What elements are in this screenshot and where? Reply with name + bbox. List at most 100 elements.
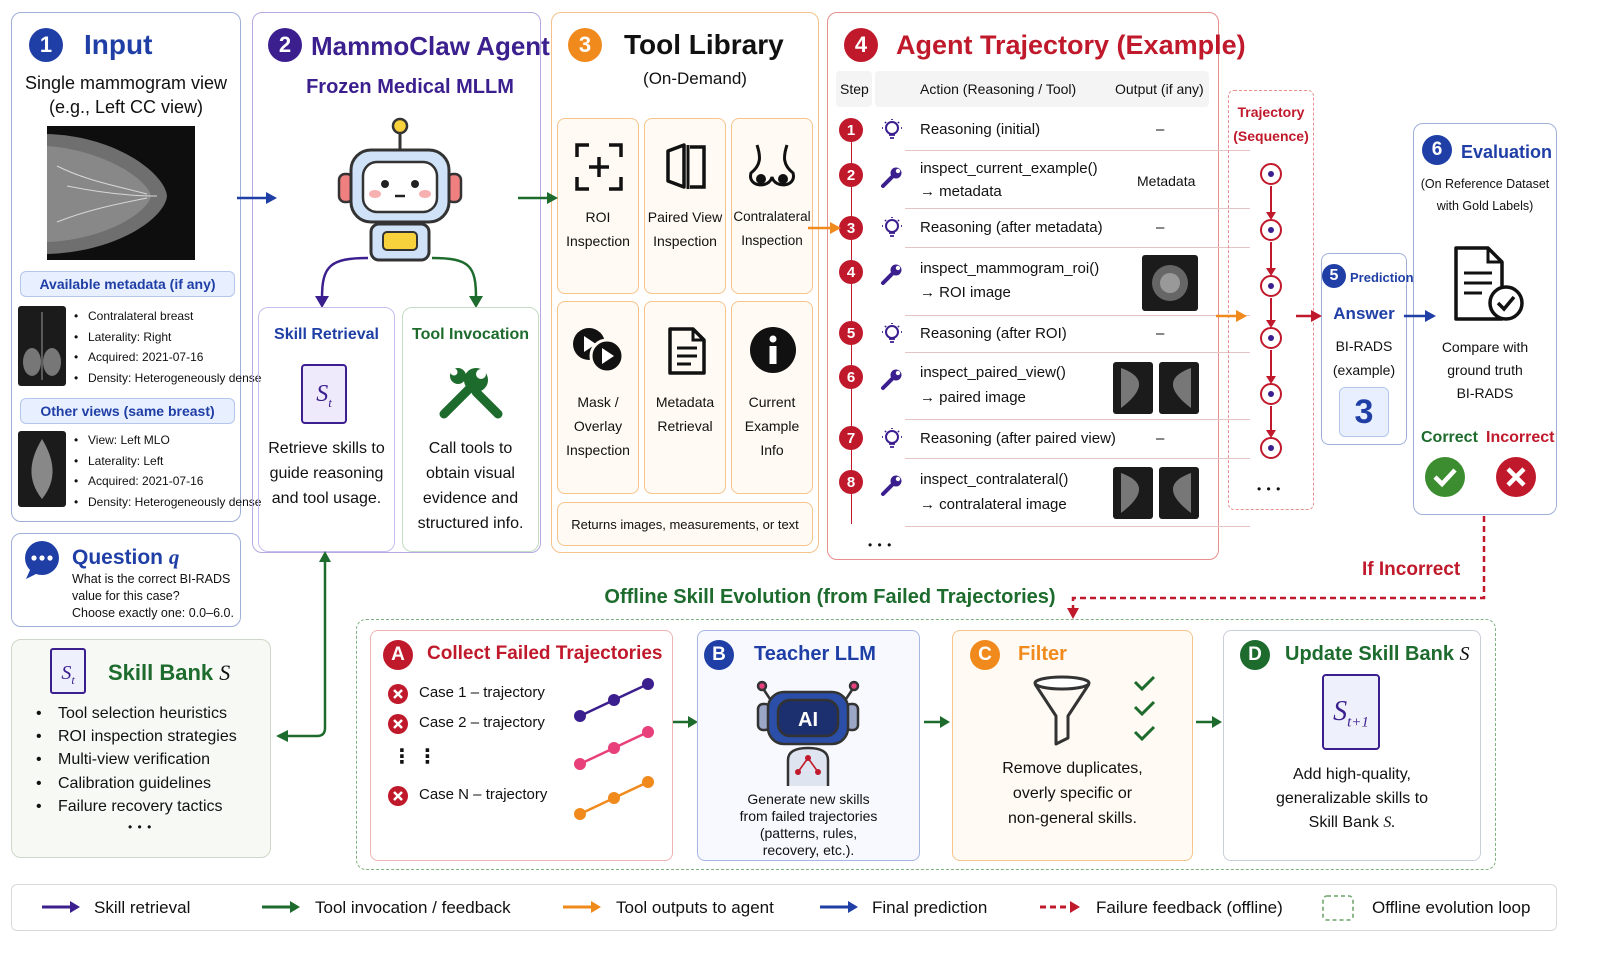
input-title: Input bbox=[84, 29, 153, 60]
teacher-text-3: (patterns, rules, bbox=[759, 825, 858, 841]
skill-retrieval-title: Skill Retrieval bbox=[274, 326, 379, 343]
tool-tile-label: Metadata Retrieval bbox=[645, 390, 725, 438]
tool-invocation-text-2: obtain visual bbox=[426, 465, 515, 482]
skill-document-icon: St bbox=[301, 364, 347, 424]
failed-case: Case 2 – trajectory bbox=[419, 714, 545, 731]
agent-subtitle: Frozen Medical MLLM bbox=[306, 76, 514, 98]
tool-tile-label: Paired View Inspection bbox=[645, 205, 725, 253]
tool-library-panel bbox=[551, 12, 819, 553]
view-item: View: Left MLO bbox=[74, 430, 261, 451]
tool-tile-line: Metadata bbox=[655, 394, 715, 410]
step-a-badge: A bbox=[383, 640, 413, 670]
paired-image-thumbnail-1 bbox=[1113, 362, 1153, 414]
skill-bank-title: Skill Bank S bbox=[108, 660, 230, 686]
row-output: – bbox=[1156, 430, 1165, 447]
update-text-3-symbol: S. bbox=[1383, 814, 1396, 831]
tool-tile-contralateral[interactable]: Contralateral Inspection bbox=[731, 118, 813, 294]
skill-bank-next-icon: St+1 bbox=[1322, 674, 1380, 750]
row-separator bbox=[905, 458, 1250, 459]
tool-tile-line: Inspection bbox=[566, 233, 630, 249]
row-action: inspect_paired_view() bbox=[920, 364, 1066, 381]
if-incorrect-label: If Incorrect bbox=[1362, 559, 1461, 580]
tool-tile-line: Inspection bbox=[741, 233, 803, 248]
other-view-thumbnail bbox=[18, 431, 66, 507]
cross-icon bbox=[388, 786, 408, 806]
metadata-list: Contralateral breast Laterality: Right A… bbox=[74, 306, 261, 388]
update-text-3: Skill Bank S. bbox=[1223, 814, 1481, 832]
failed-case: Case 1 – trajectory bbox=[419, 684, 545, 701]
metadata-item: Laterality: Right bbox=[74, 327, 261, 348]
agent-title: MammoClaw Agent bbox=[311, 31, 550, 61]
metadata-thumbnail bbox=[18, 306, 66, 386]
skill-bank-item: Failure recovery tactics bbox=[36, 795, 237, 818]
tool-tile-line: Mask / bbox=[577, 394, 619, 410]
skill-bank-next-label: S bbox=[1333, 696, 1348, 727]
prediction-line-1: BI-RADS bbox=[1335, 338, 1393, 354]
skill-bank-next-sub: t+1 bbox=[1347, 714, 1369, 731]
correct-label: Correct bbox=[1421, 429, 1478, 446]
tool-tile-line: ROI bbox=[585, 209, 611, 225]
prediction-line-2: (example) bbox=[1332, 362, 1396, 378]
trajectory-label-1: Trajectory bbox=[1237, 104, 1305, 120]
tool-library-subtitle: (On-Demand) bbox=[643, 69, 747, 88]
agent-panel bbox=[252, 12, 541, 553]
offline-evolution-title: Offline Skill Evolution (from Failed Tra… bbox=[604, 586, 1056, 608]
row-output: – bbox=[1156, 121, 1165, 138]
update-skill-bank-symbol: S bbox=[1459, 643, 1470, 665]
row-separator bbox=[905, 352, 1250, 353]
row-action-output: → ROI image bbox=[920, 284, 1011, 301]
update-skill-bank-title-text: Update Skill Bank bbox=[1285, 643, 1454, 665]
tool-tile-current-example[interactable]: Current Example Info bbox=[731, 301, 813, 494]
legend-arrows bbox=[42, 895, 1354, 921]
tool-tile-metadata[interactable]: Metadata Retrieval bbox=[644, 301, 726, 494]
input-line-2: (e.g., Left CC view) bbox=[48, 97, 204, 117]
row-action: Reasoning (after paired view) bbox=[920, 430, 1116, 447]
row-output: Metadata bbox=[1137, 173, 1196, 189]
roi-image-thumbnail bbox=[1142, 255, 1198, 311]
step-3-badge: 3 bbox=[568, 28, 602, 62]
metadata-item: Contralateral breast bbox=[74, 306, 261, 327]
evaluation-text-3: BI-RADS bbox=[1456, 385, 1514, 401]
collect-failed-card bbox=[370, 630, 673, 861]
tool-invocation-text-3: evidence and bbox=[422, 490, 519, 507]
step-1-badge: 1 bbox=[29, 28, 63, 62]
row-action-output: → paired image bbox=[920, 389, 1026, 406]
view-item: Acquired: 2021-07-16 bbox=[74, 471, 261, 492]
agent-split-arrows bbox=[315, 256, 483, 308]
tool-tile-line: Inspection bbox=[653, 233, 717, 249]
tool-tile-label: Current Example Info bbox=[732, 390, 812, 462]
wrench-icon bbox=[881, 264, 902, 285]
step-number: 6 bbox=[839, 365, 863, 389]
question-line-3: Choose exactly one: 0.0–6.0. bbox=[72, 606, 234, 620]
view-item: Laterality: Left bbox=[74, 451, 261, 472]
tool-tile-roi[interactable]: ROI Inspection bbox=[557, 118, 639, 294]
collect-failed-title: Collect Failed Trajectories bbox=[427, 643, 663, 664]
tool-tile-line: Inspection bbox=[566, 442, 630, 458]
skill-icon-sub: t bbox=[328, 394, 332, 410]
table-header-step bbox=[836, 71, 872, 107]
offline-evolution-loop bbox=[356, 619, 1496, 870]
failed-case: Case N – trajectory bbox=[419, 786, 548, 803]
tool-tile-label: ROI Inspection bbox=[558, 205, 638, 253]
skill-retrieval-text-3: and tool usage. bbox=[271, 490, 382, 507]
prediction-title: Prediction bbox=[1350, 270, 1414, 285]
tool-tile-paired-view[interactable]: Paired View Inspection bbox=[644, 118, 726, 294]
ai-robot-icon: AI bbox=[756, 680, 860, 786]
lightbulb-icon bbox=[882, 323, 902, 343]
mask-overlay-icon bbox=[573, 328, 625, 374]
cross-icon bbox=[388, 714, 408, 734]
question-title-text: Question bbox=[72, 546, 164, 569]
teacher-llm-card bbox=[697, 630, 920, 861]
step-number: 5 bbox=[839, 321, 863, 345]
tool-tile-mask-overlay[interactable]: Mask / Overlay Inspection bbox=[557, 301, 639, 494]
filter-title: Filter bbox=[1018, 643, 1067, 665]
filter-text-1: Remove duplicates, bbox=[1002, 760, 1143, 777]
lightbulb-icon bbox=[882, 217, 902, 237]
tool-tile-line: Example bbox=[744, 418, 800, 434]
legend-failure-feedback: Failure feedback (offline) bbox=[1096, 898, 1283, 917]
cross-icon bbox=[388, 684, 408, 704]
row-output: – bbox=[1156, 325, 1165, 342]
ai-label: AI bbox=[798, 709, 818, 731]
teacher-text-2: from failed trajectories bbox=[739, 808, 878, 824]
